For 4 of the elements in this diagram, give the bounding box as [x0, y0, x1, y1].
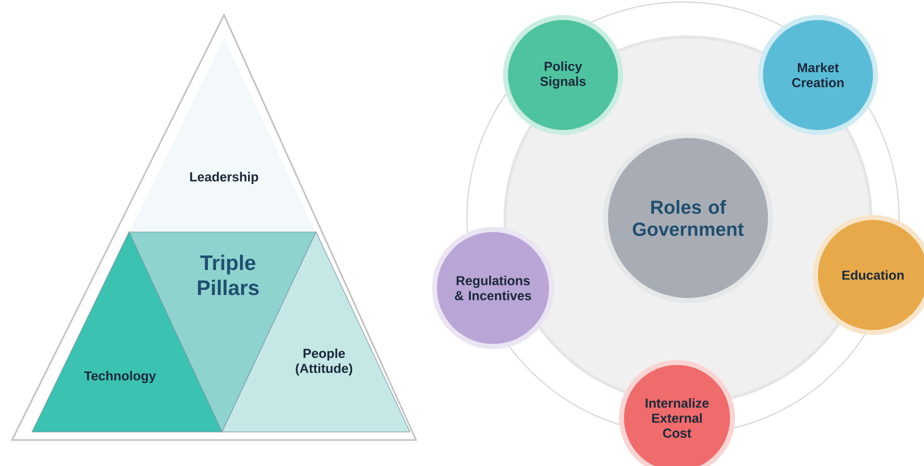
circle-node: Market Creation [758, 15, 878, 135]
circle-node: Policy Signals [503, 15, 623, 135]
circle-node: Regulations & Incentives [432, 227, 554, 349]
circle-node: Roles of Government [603, 133, 773, 303]
